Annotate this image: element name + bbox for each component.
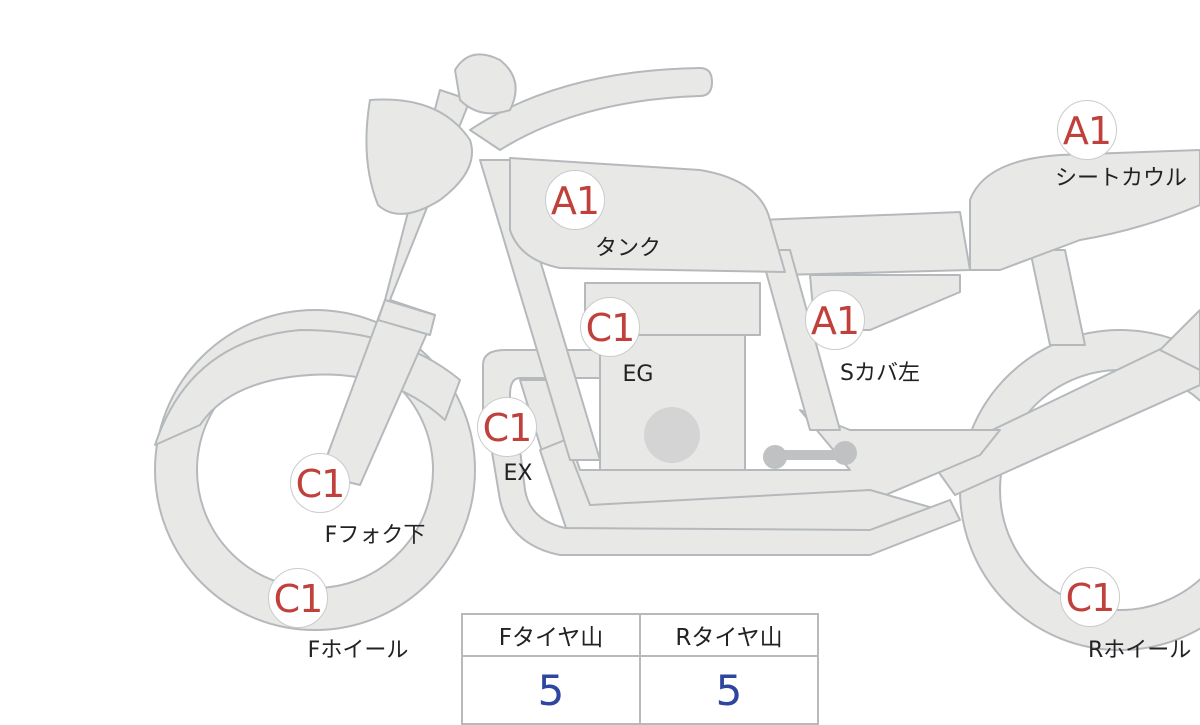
grade-badge-engine: C1	[580, 297, 640, 357]
grade-badge-tank: A1	[545, 170, 605, 230]
grade-badge-seat-cowl: A1	[1057, 100, 1117, 160]
label-seat-cowl: シートカウル	[1055, 166, 1188, 191]
label-front-fork-lower: Fフォク下	[324, 523, 426, 548]
label-exhaust: EX	[503, 461, 533, 486]
grade-badge-front-wheel: C1	[268, 568, 328, 628]
tire-tread-table: Fタイヤ山 Rタイヤ山 5 5	[461, 613, 819, 725]
label-tank: タンク	[594, 236, 662, 261]
front-tire-tread-header: Fタイヤ山	[461, 613, 641, 657]
rear-tire-tread-header: Rタイヤ山	[639, 613, 819, 657]
engine-cover-circle	[644, 407, 700, 463]
label-side-cover-left: Sカバ左	[840, 361, 920, 386]
label-rear-wheel: Rホイール	[1088, 638, 1192, 663]
rear-tire-tread-value: 5	[639, 655, 819, 725]
grade-badge-front-fork-lower: C1	[290, 453, 350, 513]
grade-badge-rear-wheel: C1	[1060, 567, 1120, 627]
footrest	[763, 441, 857, 469]
label-front-wheel: Fホイール	[307, 638, 409, 663]
grade-badge-side-cover-left: A1	[805, 290, 865, 350]
front-tire-tread-value: 5	[461, 655, 641, 725]
grade-badge-exhaust: C1	[477, 397, 537, 457]
label-engine: EG	[622, 362, 654, 387]
